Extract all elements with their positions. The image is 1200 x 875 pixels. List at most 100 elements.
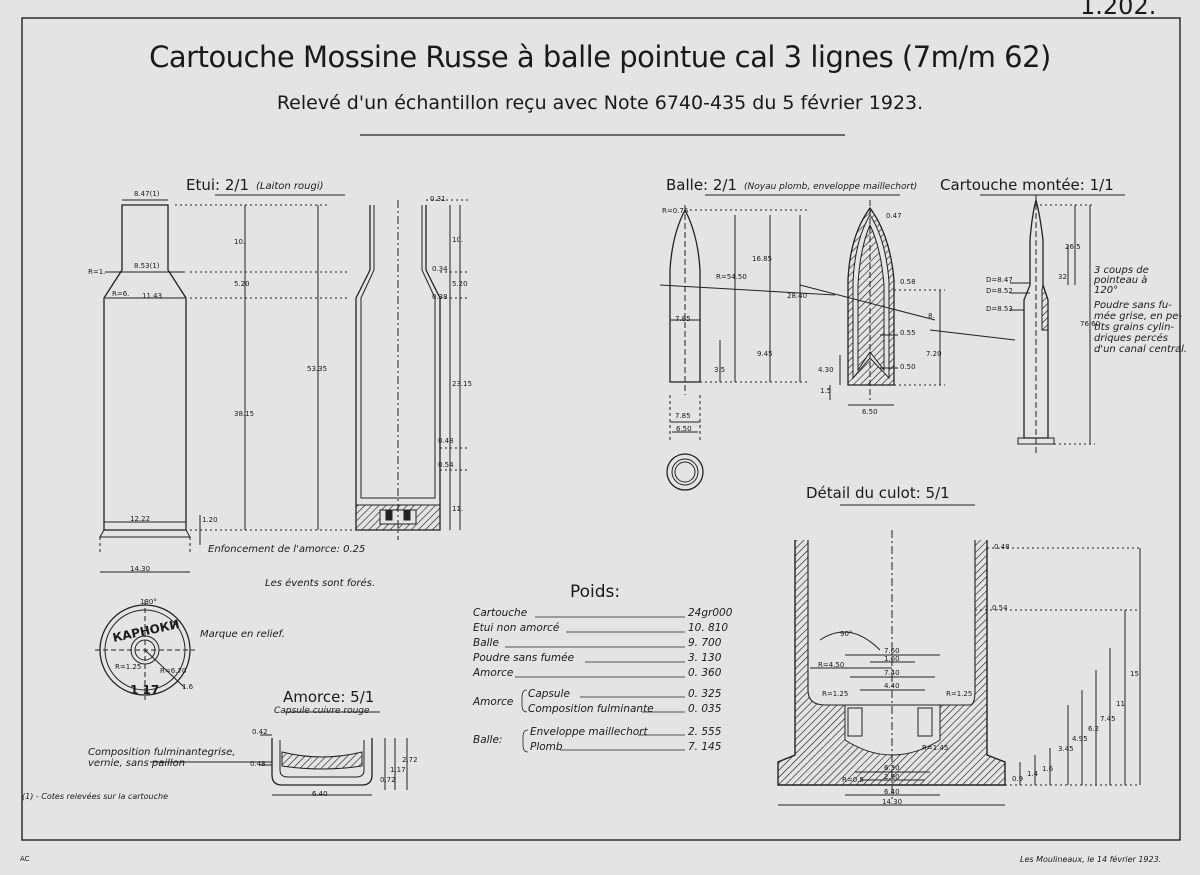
poids-label: Enveloppe maillechort — [530, 726, 648, 738]
marque-note: Marque en relief. — [200, 629, 286, 640]
pointeau-note: 3 coups de pointeau à 120° — [1094, 265, 1149, 296]
dim-label: R=6.70 — [160, 667, 187, 675]
dim-label: 53.35 — [307, 365, 328, 373]
poids-value: 0. 035 — [688, 703, 722, 715]
dim-label: 7.85 — [675, 412, 691, 420]
dim-label: 0.72 — [380, 776, 396, 784]
dim-label: 11.43 — [142, 292, 163, 300]
dim-label: R=54.50 — [716, 273, 747, 281]
dim-label: 0.54 — [438, 461, 454, 469]
dim-label: 9.45 — [757, 350, 773, 358]
poids-label: Balle — [473, 637, 499, 649]
dim-label: 5.20 — [234, 280, 250, 288]
poids-value: 7. 145 — [688, 741, 722, 753]
cartouche-montee-view — [1010, 195, 1095, 455]
dim-label: 1.20 — [202, 516, 218, 524]
enfoncement-note: Enfoncement de l'amorce: 0.25 — [208, 544, 366, 555]
amorce-drawing — [150, 734, 408, 796]
dim-label: 4.30 — [818, 366, 834, 374]
dim-label: 6.2 — [1088, 725, 1100, 733]
dim-label: 12.22 — [130, 515, 151, 523]
poids-amorce-label: Amorce — [473, 696, 514, 708]
dim-label: 7.85 — [675, 315, 691, 323]
poids-value: 0. 360 — [688, 667, 722, 679]
poids-label: Cartouche — [473, 607, 528, 619]
dim-label: 8. — [928, 312, 935, 320]
dim-label: 6.40 — [312, 790, 328, 798]
dim-label: 0.48 — [438, 437, 454, 445]
dim-label: 90° — [840, 630, 853, 638]
dim-label: 4.95 — [1072, 735, 1088, 743]
dim-label: 7.45 — [1100, 715, 1116, 723]
dim-label: 14.30 — [882, 798, 903, 806]
balle-title: Balle: 2/1 — [666, 176, 738, 194]
dim-label: R=1.45 — [922, 744, 949, 752]
dim-label: 8.47(1) — [134, 190, 160, 198]
page-subtitle: Relevé d'un échantillon reçu avec Note 6… — [276, 92, 924, 114]
dim-label: 28.40 — [787, 292, 808, 300]
balle-outer-view — [659, 205, 836, 491]
poids-leaders — [505, 616, 685, 753]
events-note: Les évents sont forés. — [265, 578, 376, 589]
composition-note: Composition fulminantegrise, vernie, san… — [88, 747, 235, 769]
balle-note: (Noyau plomb, enveloppe maillechort) — [744, 182, 918, 192]
poids-value: 10. 810 — [688, 622, 729, 634]
dim-label: 130° — [140, 598, 157, 606]
poids-title: Poids: — [570, 582, 621, 602]
dim-label: 0.48 — [994, 543, 1010, 551]
dim-label: 3.45 — [1058, 745, 1074, 753]
poids-row: Enveloppe maillechort 2. 555 — [530, 726, 740, 738]
poids-value: 9. 700 — [688, 637, 722, 649]
dim-label: 0.34 — [432, 265, 448, 273]
poids-label: Plomb — [530, 741, 563, 753]
poudre-line: mée grise, en pe- — [1094, 311, 1182, 322]
page-title: Cartouche Mossine Russe à balle pointue … — [149, 40, 1051, 74]
dim-label: 6.30 — [884, 764, 900, 772]
sheet-border — [21, 17, 1181, 841]
poids-label: Capsule — [528, 688, 570, 700]
dim-label: 11. — [452, 505, 464, 513]
dim-label: 6.50 — [862, 408, 878, 416]
dim-label: 1.6 — [1042, 765, 1054, 773]
poudre-line: Poudre sans fu- — [1094, 300, 1172, 311]
dim-label: D=8.52 — [986, 287, 1013, 295]
dim-label: 0.50 — [900, 363, 916, 371]
dim-label: R=1.25 — [115, 663, 142, 671]
dim-label: 7.60 — [884, 647, 900, 655]
dim-label: 0.47 — [886, 212, 902, 220]
poids-row: Capsule 0. 325 — [528, 688, 738, 700]
dim-label: R=0.75 — [662, 207, 689, 215]
dim-label: R=1.25 — [946, 690, 973, 698]
dim-label: 0.58 — [900, 278, 916, 286]
culot-title: Détail du culot: 5/1 — [806, 484, 950, 502]
dim-label: 2.90 — [884, 773, 900, 781]
dim-label: 15 — [1130, 670, 1139, 678]
poids-label: Etui non amorcé — [473, 622, 560, 634]
poudre-line: d'un canal central. — [1094, 344, 1188, 355]
dim-label: 7.40 — [884, 669, 900, 677]
dim-label: R=1.25 — [822, 690, 849, 698]
cartouche-montee-title: Cartouche montée: 1/1 — [940, 176, 1114, 194]
dim-label: R=4.50 — [818, 661, 845, 669]
balle-section-view — [799, 200, 1016, 406]
dim-label: R=0.5 — [842, 776, 864, 784]
poids-value: 24gr000 — [688, 607, 733, 619]
dim-label: D=8.53 — [986, 305, 1013, 313]
dim-label: 6.50 — [676, 425, 692, 433]
dim-label: 3.5 — [714, 366, 726, 374]
footnote: (1) - Cotes relevées sur la cartouche — [22, 792, 169, 801]
dim-label: 0.31 — [430, 195, 446, 203]
dim-label: 23.15 — [452, 380, 473, 388]
dim-label: 4.40 — [884, 682, 900, 690]
poids-value: 0. 325 — [688, 688, 722, 700]
headstamp-year: 1 17 — [130, 683, 160, 697]
poids-value: 2. 555 — [688, 726, 722, 738]
dim-label: 1.4 — [1027, 770, 1039, 778]
dim-label: 2.72 — [402, 756, 418, 764]
sheet-number: 1.202. — [1080, 0, 1157, 20]
etui-section-view — [355, 199, 470, 540]
dim-label: R=1. — [88, 268, 106, 276]
